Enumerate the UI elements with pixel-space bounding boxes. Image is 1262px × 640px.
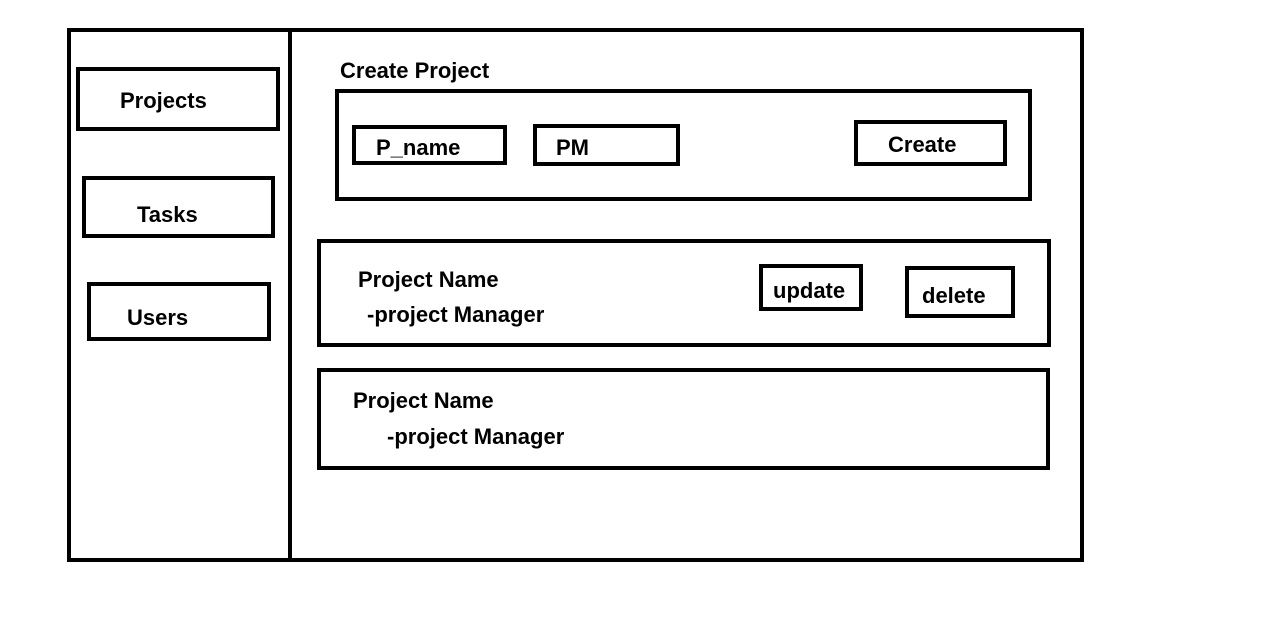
sidebar-item-label: Tasks bbox=[137, 202, 198, 227]
sidebar-item-tasks[interactable]: Tasks bbox=[82, 176, 275, 238]
project-manager-input[interactable]: PM bbox=[533, 124, 680, 166]
project-manager: -project Manager bbox=[387, 424, 565, 449]
create-button-label: Create bbox=[888, 132, 957, 157]
project-name-input[interactable]: P_name bbox=[352, 125, 507, 165]
update-button-label: update bbox=[773, 278, 846, 303]
create-project-title: Create Project bbox=[340, 58, 490, 83]
delete-button-label: delete bbox=[922, 283, 986, 308]
delete-button[interactable]: delete bbox=[905, 266, 1015, 318]
sidebar-item-users[interactable]: Users bbox=[87, 282, 271, 341]
project-manager-input-text: PM bbox=[556, 135, 589, 160]
project-name-input-text: P_name bbox=[376, 135, 461, 160]
sidebar-item-label: Users bbox=[127, 305, 189, 330]
update-button[interactable]: update bbox=[759, 264, 863, 311]
project-manager: -project Manager bbox=[367, 302, 545, 327]
project-name: Project Name bbox=[358, 267, 499, 292]
sidebar-item-label: Projects bbox=[120, 88, 207, 113]
create-button[interactable]: Create bbox=[854, 120, 1007, 166]
project-card: Project Name -project Manager bbox=[317, 368, 1050, 470]
sidebar-item-projects[interactable]: Projects bbox=[76, 67, 280, 131]
project-name: Project Name bbox=[353, 388, 494, 413]
